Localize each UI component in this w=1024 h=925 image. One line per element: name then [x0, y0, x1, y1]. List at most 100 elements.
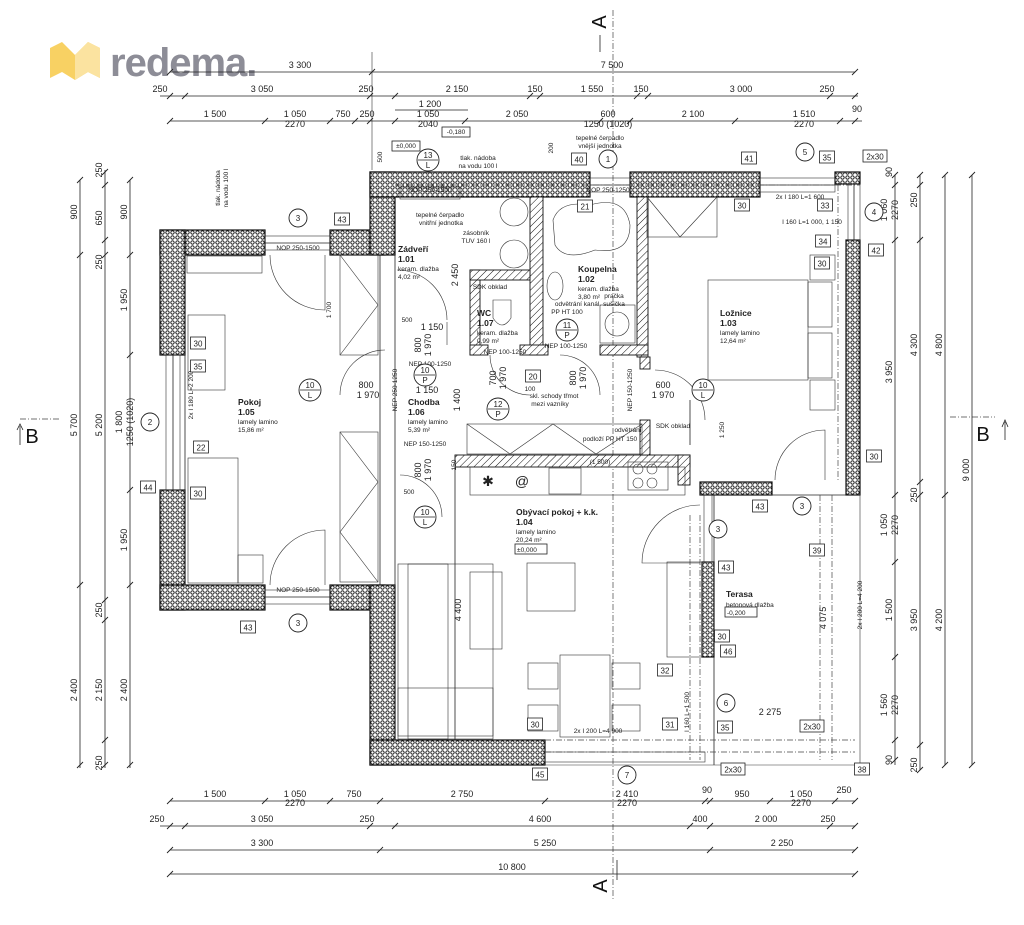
room-number: 1.06	[408, 407, 425, 417]
element-marker-circle	[288, 613, 308, 633]
detail-tag	[190, 486, 206, 500]
detail-tag	[809, 543, 825, 557]
element-marker-number: 3	[296, 619, 301, 628]
dimension-label: 2270	[890, 515, 900, 535]
room-area: 3,80 m²	[578, 294, 601, 301]
dimension-label: 3 950	[884, 361, 894, 384]
room-floor: keram. dlažba	[477, 330, 518, 337]
annotation: I 160 L=1 000, 1 150	[782, 219, 842, 226]
room-area: 0,99 m²	[477, 338, 500, 345]
bed	[187, 457, 239, 584]
detail-tag	[720, 644, 736, 658]
room-number: 1.04	[516, 517, 533, 527]
sofa	[397, 563, 494, 740]
desk	[187, 314, 226, 391]
annotation: 2x I 180 L=1 600	[776, 194, 825, 201]
detail-tag-label: 31	[666, 721, 675, 730]
detail-tag	[334, 212, 350, 226]
detail-tag-label: 41	[745, 155, 754, 164]
annotation: 1 970	[578, 367, 588, 390]
detail-tag	[814, 256, 830, 270]
dimension-label: 1 200	[419, 99, 442, 109]
dimension-label: 2 150	[94, 679, 104, 702]
dimension-label: 1250 (1020)	[125, 398, 135, 447]
element-marker-number: 10	[699, 381, 708, 390]
detail-tag	[190, 359, 206, 373]
dimension-label: 2 100	[682, 109, 705, 119]
dimension-label: 250	[152, 84, 167, 94]
annotation: 800	[358, 380, 373, 390]
detail-tag	[140, 480, 156, 494]
fan-icon: ✱	[482, 473, 494, 489]
annotation: 1 150	[421, 322, 444, 332]
annotation: 500	[377, 151, 384, 162]
dimension-label: 1 050	[790, 789, 813, 799]
dimension-label: 1 050	[284, 109, 307, 119]
dimension-label: 2 400	[119, 679, 129, 702]
room-area: 4,02 m²	[398, 274, 421, 281]
annotation: 1 970	[423, 334, 433, 357]
sink	[546, 271, 564, 301]
dimension-label: 250	[358, 84, 373, 94]
dimension-label: 1 560	[879, 694, 889, 717]
dimension-label: 10 800	[498, 862, 526, 872]
detail-tag-label: 46	[724, 648, 733, 657]
element-marker-number: 10	[306, 381, 315, 390]
annotation: podloží PP HT 150	[583, 436, 638, 443]
bed	[707, 279, 809, 381]
dimension-label: 3 050	[251, 84, 274, 94]
detail-tag	[718, 560, 734, 574]
detail-tag-label: 42	[872, 247, 881, 256]
interior-walls	[184, 196, 860, 765]
annotation: skl. schody třmot	[530, 393, 579, 400]
annotation: NEP 250-1250	[392, 368, 399, 411]
annotation: na vodu 100 l	[458, 163, 498, 170]
annotation: 100	[525, 386, 536, 393]
dimension-label: 2270	[285, 119, 305, 129]
section-marker-a-top: A	[589, 15, 611, 29]
dimension-label: 1 550	[581, 84, 604, 94]
dimension-label: 4 300	[909, 334, 919, 357]
room-number: 1.07	[477, 318, 494, 328]
annotation: 150	[451, 459, 458, 470]
dimension-label: 1 060	[879, 199, 889, 222]
annotation: 2x I 200 L=4 900	[574, 728, 623, 735]
room-floor: lamely lamino	[720, 330, 760, 337]
dimension-label: 250	[819, 84, 834, 94]
detail-tag-label: 30	[194, 490, 203, 499]
detail-tag-label: 43	[244, 624, 253, 633]
detail-tag-label: 30	[818, 260, 827, 269]
dimension-label: 2270	[617, 798, 637, 808]
annotation: 1 970	[652, 390, 675, 400]
dishwasher-icon: @	[515, 473, 529, 489]
dimension-label: 3 950	[909, 609, 919, 632]
dimension-label: 4 800	[934, 334, 944, 357]
annotation: 1 970	[357, 390, 380, 400]
room-floor: betonová dlažba	[726, 602, 774, 609]
element-marker-number: 10	[421, 508, 430, 517]
room-level: ±0,000	[517, 547, 537, 554]
dimension-label: 250	[836, 785, 851, 795]
annotation: tepelné čerpadlo	[576, 135, 624, 142]
exterior-walls	[159, 171, 861, 766]
annotation: 1 400	[452, 389, 462, 412]
section-marker-b-left: B	[25, 426, 38, 448]
dimension-label: 7 500	[601, 60, 624, 70]
room-name: Pokoj	[238, 397, 261, 407]
dimension-label: 2 000	[755, 814, 778, 824]
element-marker-circle	[598, 149, 618, 169]
detail-tag-label: 30	[870, 453, 879, 462]
room-area: 20,24 m²	[516, 537, 542, 544]
detail-tag	[741, 151, 757, 165]
detail-tag-label: 35	[721, 724, 730, 733]
dimension-label: 400	[692, 814, 707, 824]
annotation: 2 275	[759, 707, 782, 717]
dimension-label: 4 600	[529, 814, 552, 824]
element-marker-number: 3	[296, 214, 301, 223]
dimension-label: 750	[335, 109, 350, 119]
windows	[165, 177, 861, 763]
detail-tag	[714, 629, 730, 643]
dimension-label: 2270	[890, 695, 900, 715]
element-marker-number: 3	[800, 502, 805, 511]
annotation: 1 970	[423, 459, 433, 482]
